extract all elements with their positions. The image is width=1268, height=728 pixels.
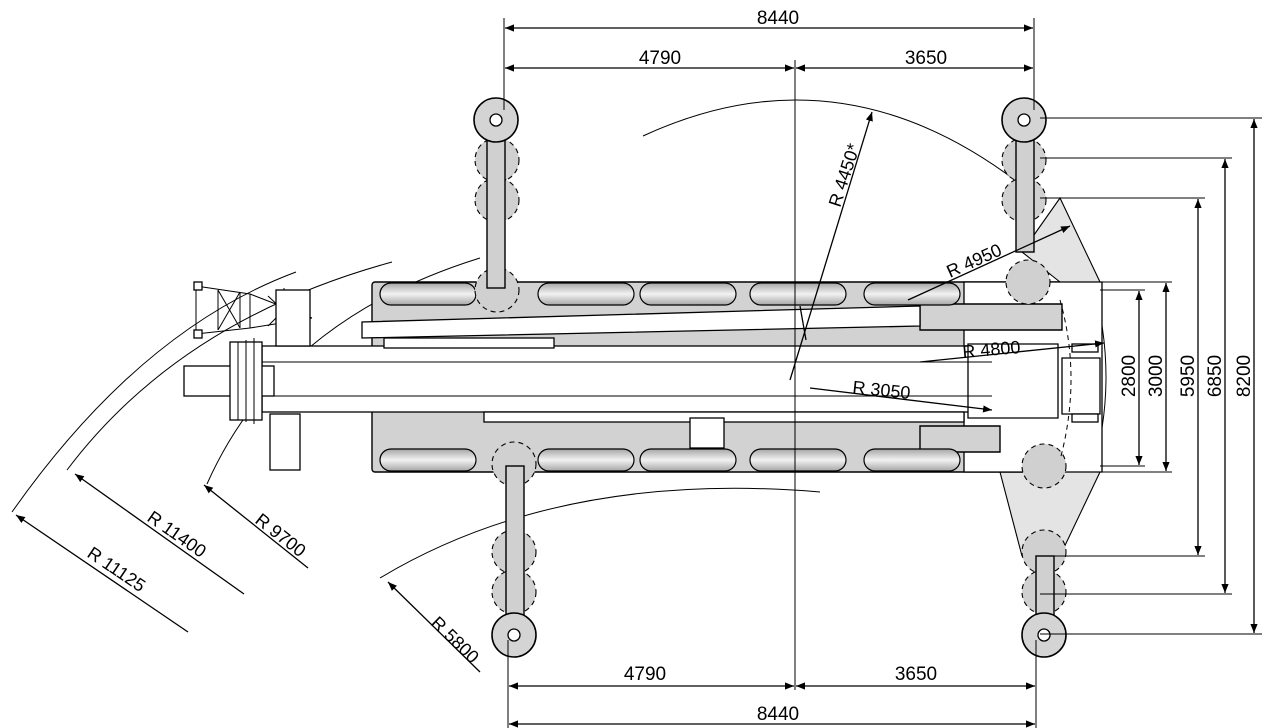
radius-11125: R 11125 — [84, 543, 149, 596]
dim-8200: 8200 — [1234, 355, 1255, 397]
dim-6850: 6850 — [1205, 355, 1226, 397]
radius-5800: R 5800 — [427, 612, 483, 667]
radius-4450: R 4450* — [825, 141, 864, 209]
tires — [379, 282, 961, 472]
dim-top-total: 8440 — [757, 8, 799, 29]
dim-top-right: 3650 — [905, 48, 947, 69]
radius-9700: R 9700 — [252, 509, 310, 560]
radius-11400: R 11400 — [144, 507, 210, 562]
bottom-dimensions: 4790 3650 8440 — [507, 640, 1037, 728]
dim-2800: 2800 — [1119, 355, 1140, 397]
right-dimensions: 2800 3000 5950 6850 8200 — [1040, 117, 1262, 635]
dim-bottom-right: 3650 — [895, 664, 937, 685]
boom-head-lattice — [193, 281, 313, 471]
dim-top-left: 4790 — [639, 48, 681, 69]
dim-bottom-left: 4790 — [624, 664, 666, 685]
outriggers — [473, 97, 1072, 658]
top-dimensions: 8440 4790 3650 — [503, 8, 1035, 110]
radius-4950: R 4950 — [943, 240, 1004, 282]
dim-3000: 3000 — [1146, 355, 1167, 397]
dim-5950: 5950 — [1178, 355, 1199, 397]
dim-bottom-total: 8440 — [757, 704, 799, 725]
